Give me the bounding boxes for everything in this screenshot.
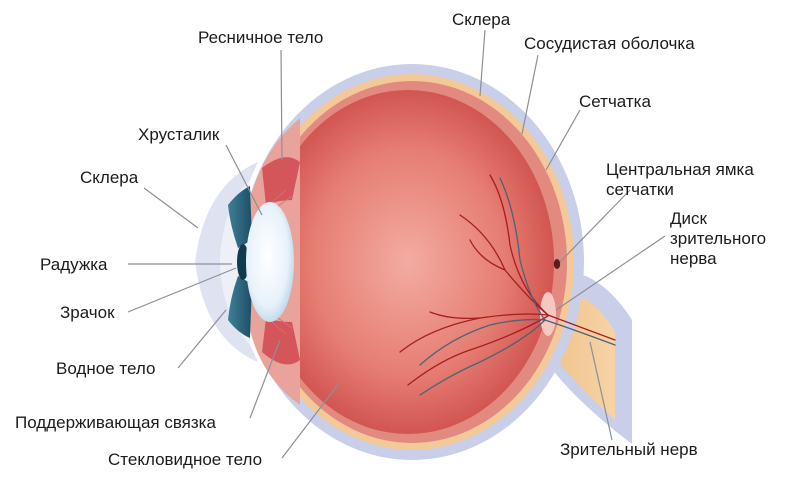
label-sclera-top: Склера xyxy=(452,10,511,29)
label-vitreous-body: Стекловидное тело xyxy=(108,450,262,469)
label-retina: Сетчатка xyxy=(579,92,651,111)
vitreous-body-shape xyxy=(262,90,554,434)
blood-vessels xyxy=(399,174,616,396)
pupil-shape xyxy=(237,244,249,280)
zonule-fibers xyxy=(271,189,293,335)
label-zonule: Поддерживающая связка xyxy=(15,413,216,432)
label-ciliary-body: Ресничное тело xyxy=(198,28,323,47)
label-choroid: Сосудистая оболочка xyxy=(524,34,695,53)
label-pupil: Зрачок xyxy=(60,303,115,322)
label-iris: Радужка xyxy=(40,255,108,274)
label-sclera-left: Склера xyxy=(80,168,139,187)
ciliary-body-top xyxy=(262,157,300,205)
fovea-shape xyxy=(553,259,561,269)
label-lens: Хрусталик xyxy=(138,125,220,144)
iris-shape xyxy=(228,186,252,248)
ciliary-body-bottom xyxy=(262,318,300,365)
cornea-shape xyxy=(195,162,258,362)
optic-disc-shape xyxy=(540,292,556,336)
label-optic-nerve: Зрительный нерв xyxy=(560,440,698,459)
label-fovea-line1: Центральная ямка xyxy=(606,160,754,179)
label-aqueous-humor: Водное тело xyxy=(56,359,155,378)
label-fovea-line2: сетчатки xyxy=(606,180,674,199)
label-optic-disc-line3: нерва xyxy=(670,249,717,268)
iris-shape-lower xyxy=(228,276,252,338)
lens-shape xyxy=(246,202,294,322)
label-optic-disc-line1: Диск xyxy=(670,209,708,228)
leader-lines xyxy=(127,29,666,459)
label-optic-disc-line2: зрительного xyxy=(670,229,766,248)
